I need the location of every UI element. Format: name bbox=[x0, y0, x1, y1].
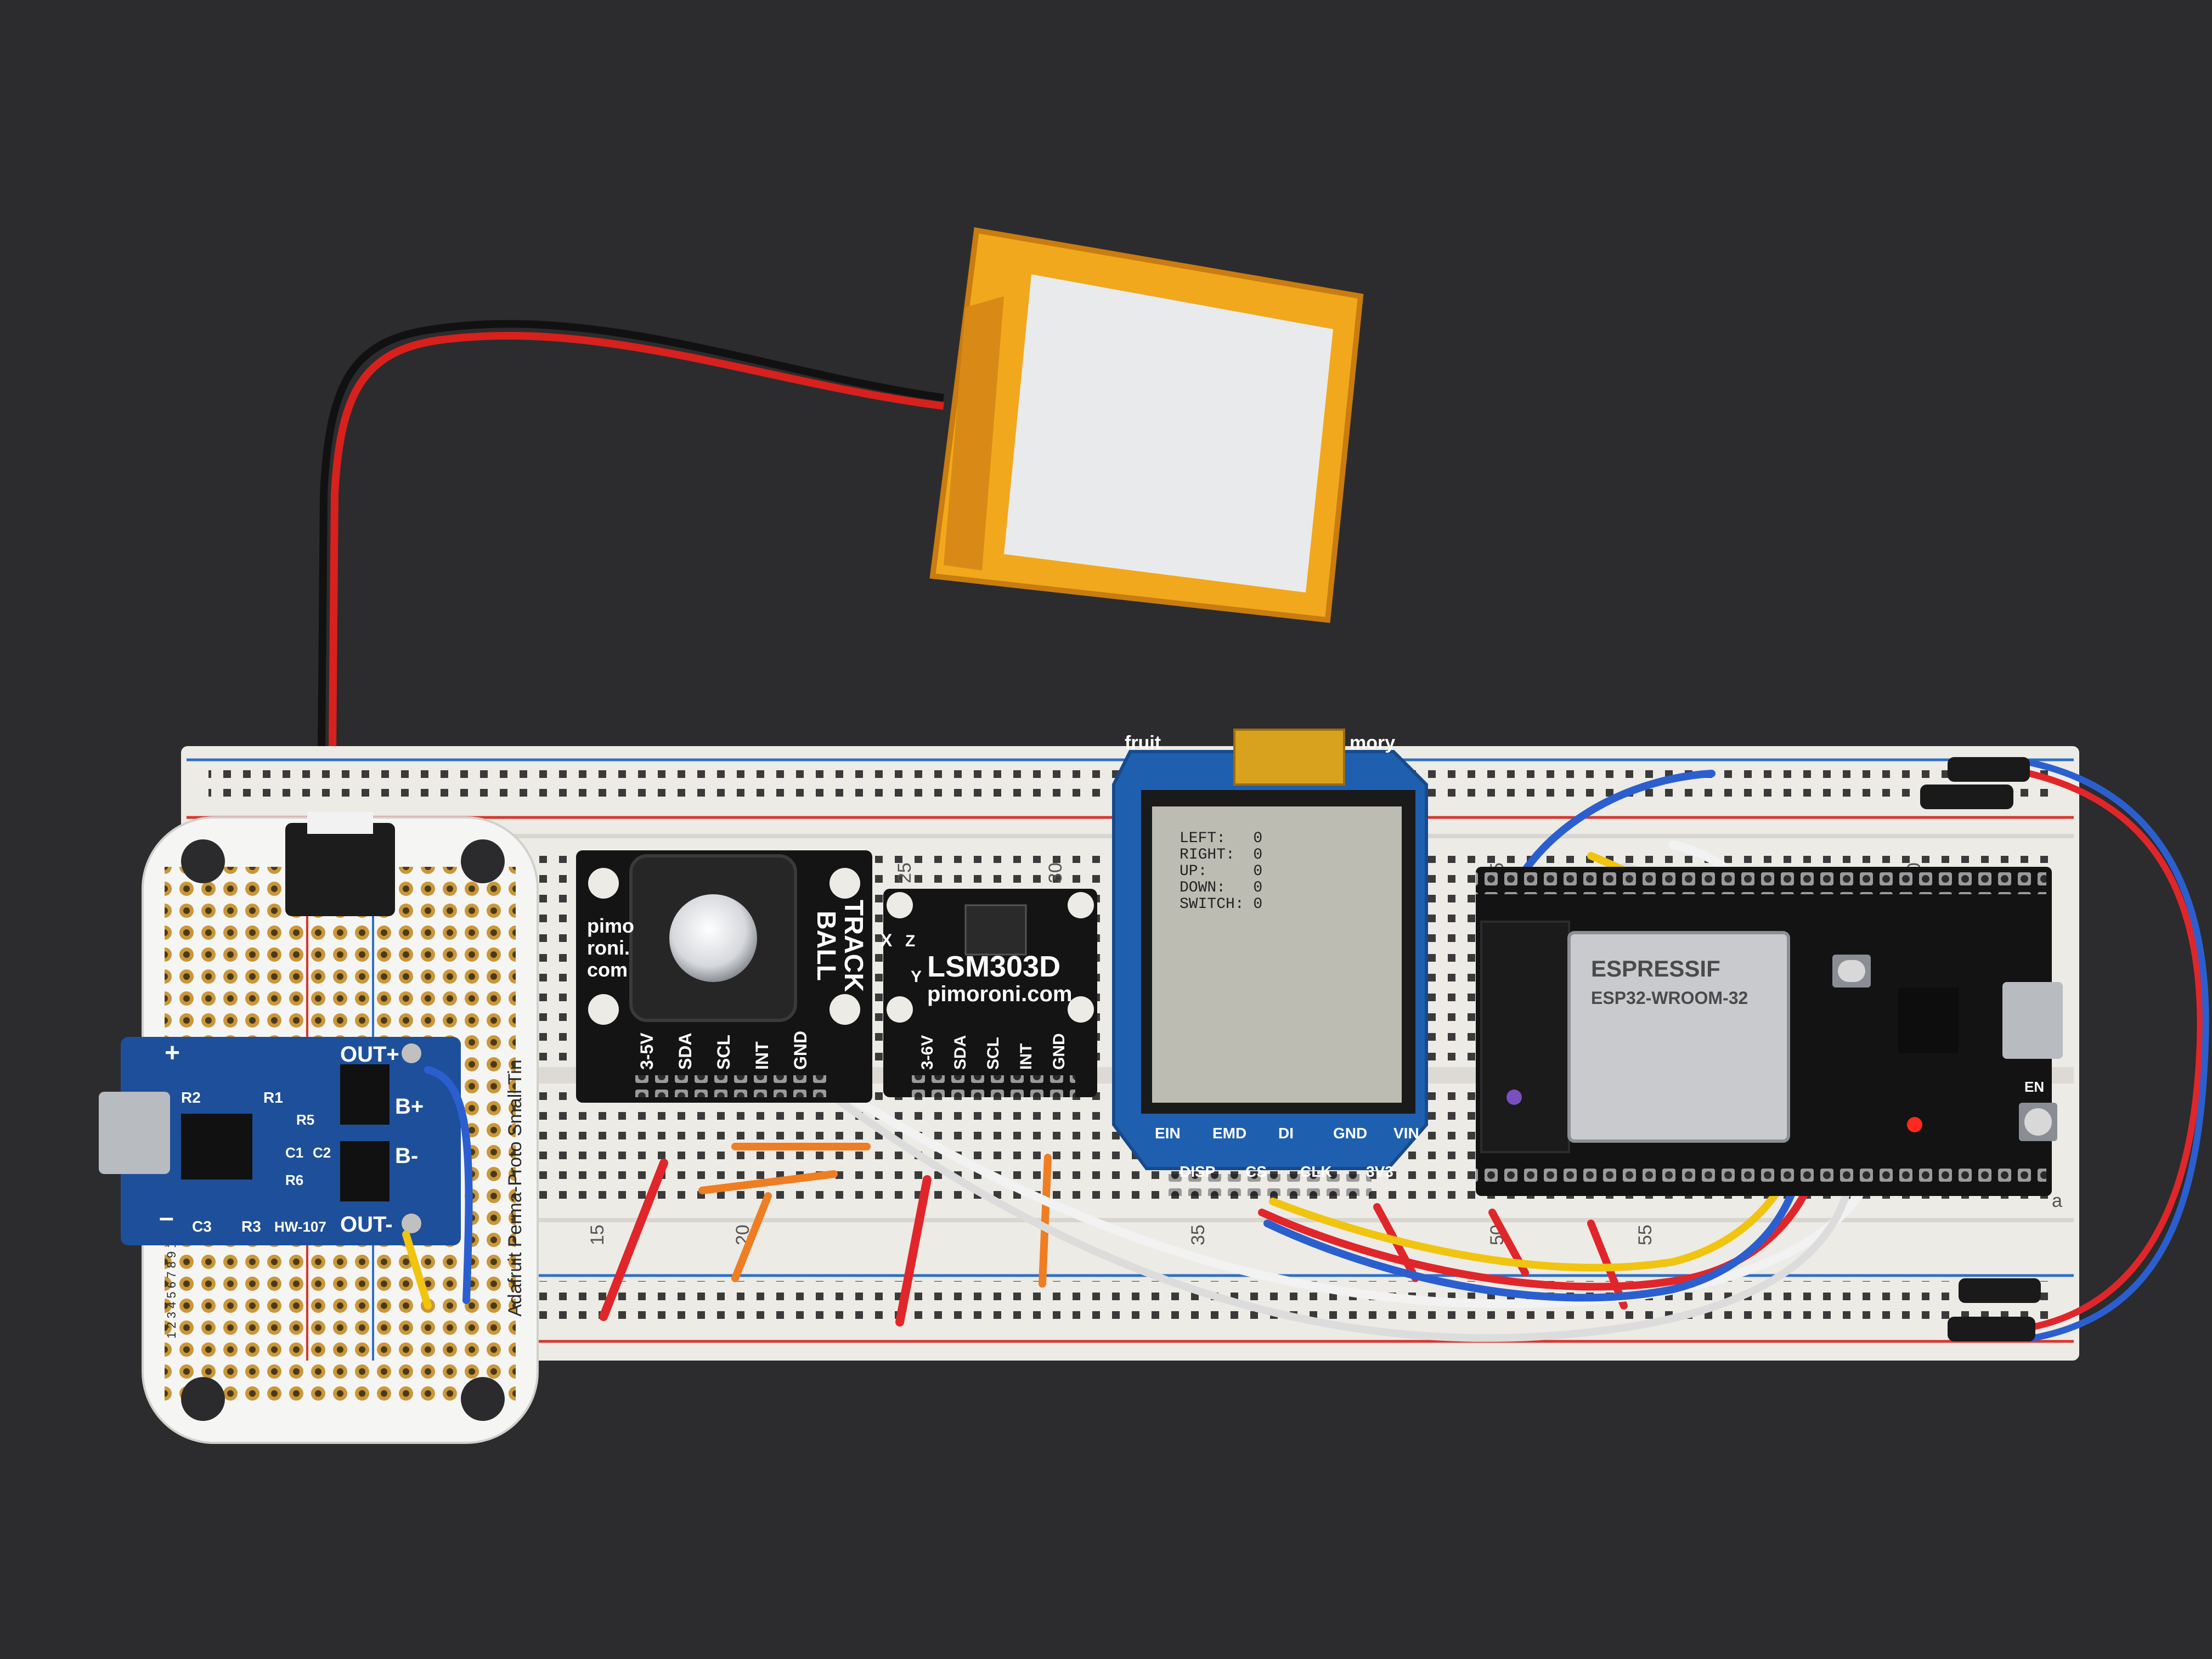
col-label-15: 15 bbox=[587, 1224, 608, 1245]
display-pin-ein: EIN bbox=[1155, 1125, 1181, 1142]
display-pin-cs: CS bbox=[1245, 1163, 1267, 1180]
pin-out-minus-label: OUT- bbox=[340, 1212, 393, 1237]
r2-label: R2 bbox=[181, 1089, 201, 1106]
esp32-en-label: EN bbox=[2024, 1079, 2044, 1095]
lsm303d-breakout bbox=[883, 889, 1097, 1097]
pin-plus-label: + bbox=[165, 1039, 180, 1068]
lsm303d-axis-z: Z bbox=[905, 932, 915, 950]
display-line-switch: SWITCH: 0 bbox=[1180, 896, 1262, 913]
trackball-title-line1: TRACK bbox=[839, 900, 868, 992]
lsm303d-axis-y: Y bbox=[911, 968, 922, 986]
r3-label: R3 bbox=[241, 1218, 261, 1235]
memory-display-board bbox=[1112, 729, 1428, 1196]
rail-jumper-caps bbox=[1920, 757, 2041, 1341]
trackball-ball[interactable] bbox=[669, 894, 757, 982]
trackball-breakout bbox=[576, 850, 872, 1103]
display-screen bbox=[1152, 806, 1402, 1103]
jumper-wires bbox=[599, 1143, 1628, 1327]
charger-module bbox=[99, 1037, 461, 1245]
memory-display-silkscreen: fruit mory EIN EMD DI GND VIN DISP CS CL… bbox=[1125, 732, 1419, 1180]
r1-label: R1 bbox=[263, 1089, 283, 1106]
trackball-brand-line3: com bbox=[587, 958, 628, 981]
display-brand-left: fruit bbox=[1125, 732, 1161, 753]
esp32-buttons bbox=[1838, 960, 2052, 1136]
lsm303d-pin-sda: SDA bbox=[951, 1035, 969, 1070]
trackball-pin-int: INT bbox=[752, 1041, 772, 1070]
esp32-en-button[interactable] bbox=[2024, 1108, 2052, 1136]
esp32-silkscreen: ESPRESSIF ESP32-WROOM-32 EN bbox=[1591, 956, 2044, 1095]
pin-out-plus-label: OUT+ bbox=[340, 1042, 399, 1066]
esp32-model: ESP32-WROOM-32 bbox=[1591, 988, 1748, 1008]
display-pin-vin: VIN bbox=[1393, 1125, 1419, 1142]
lsm303d-axis-x: X bbox=[881, 930, 893, 950]
jst-connector bbox=[285, 812, 395, 916]
trackball-brand-line1: pimo bbox=[587, 915, 634, 937]
pin-b-minus-label: B- bbox=[395, 1144, 418, 1168]
lsm303d-silkscreen: X Z Y LSM303D pimoroni.com 3-6V SDA SCL … bbox=[881, 930, 1072, 1070]
r5-label: R5 bbox=[296, 1111, 314, 1128]
display-pin-gnd: GND bbox=[1333, 1125, 1367, 1142]
perma-proto-label: Adafruit Perma-Proto Small Tin bbox=[505, 1059, 526, 1317]
display-pin-emd: EMD bbox=[1212, 1125, 1246, 1142]
trackball-title-line2: BALL bbox=[811, 911, 840, 981]
display-text: LEFT: 0 RIGHT: 0 UP: 0 DOWN: 0 SWITCH: 0 bbox=[1180, 830, 1262, 913]
col-label-55: 55 bbox=[1635, 1224, 1656, 1245]
trackball-pin-scl: SCL bbox=[714, 1035, 733, 1070]
r6-label: R6 bbox=[285, 1172, 303, 1188]
lsm303d-pin-scl: SCL bbox=[984, 1037, 1002, 1070]
battery-leads bbox=[317, 320, 944, 812]
trackball-pin-3-5v: 3-5V bbox=[637, 1032, 657, 1070]
c3-label: C3 bbox=[192, 1218, 212, 1235]
charger-wires bbox=[402, 1066, 473, 1310]
display-line-right: RIGHT: 0 bbox=[1180, 847, 1262, 864]
trackball-silkscreen: pimo roni. com TRACK BALL 3-5V SDA SCL I… bbox=[587, 900, 868, 1070]
display-line-up: UP: 0 bbox=[1180, 863, 1262, 880]
display-pin-3v3: 3V3 bbox=[1366, 1163, 1393, 1180]
charger-silkscreen: + OUT+ R2 R1 R5 B+ C1 C2 R6 B- – C3 R3 H… bbox=[159, 1039, 424, 1237]
col-label-35: 35 bbox=[1188, 1224, 1209, 1245]
lsm303d-pin-int: INT bbox=[1017, 1043, 1035, 1070]
col-label-30: 30 bbox=[1045, 862, 1066, 883]
display-line-down: DOWN: 0 bbox=[1180, 879, 1262, 896]
display-pin-di: DI bbox=[1278, 1125, 1294, 1142]
esp32-brand: ESPRESSIF bbox=[1591, 956, 1720, 981]
display-pin-clk: CLK bbox=[1300, 1163, 1332, 1180]
pin-minus-label: – bbox=[159, 1203, 174, 1232]
esp32-devkit bbox=[1476, 867, 2063, 1196]
lsm303d-pin-gnd: GND bbox=[1050, 1033, 1068, 1070]
esp32-power-led bbox=[1907, 1117, 1922, 1132]
trackball-brand-line2: roni. bbox=[587, 936, 630, 959]
lsm303d-site: pimoroni.com bbox=[927, 982, 1072, 1006]
model-label: HW-107 bbox=[274, 1218, 326, 1235]
lsm303d-pin-3-6v: 3-6V bbox=[918, 1035, 936, 1070]
esp32-boot-button[interactable] bbox=[1838, 960, 1865, 982]
col-label-25: 25 bbox=[894, 862, 915, 883]
c2-label: C2 bbox=[313, 1144, 331, 1161]
row-label-a: a bbox=[2052, 1190, 2062, 1211]
display-brand-right: mory bbox=[1350, 732, 1395, 753]
pin-b-plus-label: B+ bbox=[395, 1094, 424, 1119]
trackball-pin-gnd: GND bbox=[791, 1031, 810, 1070]
trackball-pin-sda: SDA bbox=[675, 1032, 695, 1070]
lsm303d-title: LSM303D bbox=[927, 950, 1060, 983]
display-line-left: LEFT: 0 bbox=[1180, 830, 1262, 847]
c1-label: C1 bbox=[285, 1144, 303, 1161]
lipo-battery bbox=[929, 227, 1364, 623]
display-pin-disp: DISP bbox=[1180, 1163, 1215, 1180]
